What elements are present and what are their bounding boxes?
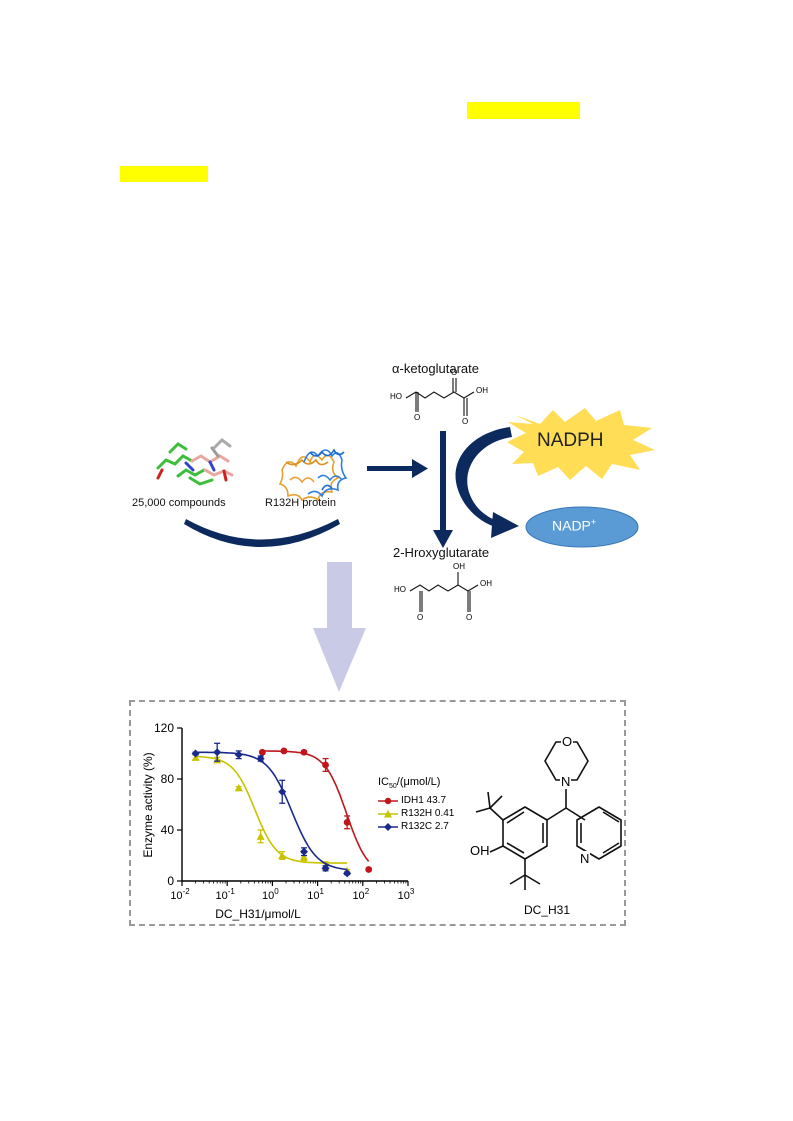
fit-curve-series-2 — [195, 751, 348, 871]
x-tick-label: 100 — [262, 887, 279, 902]
data-point — [299, 852, 308, 861]
akg-o-top: O — [451, 368, 458, 377]
nadph-label: NADPH — [537, 430, 604, 451]
legend-label-idh1: IDH1 43.7 — [401, 795, 447, 807]
data-point — [256, 832, 265, 840]
reaction-arrow-down — [433, 431, 453, 548]
data-point — [299, 847, 308, 856]
akg-ho-label: HO — [390, 392, 402, 401]
substrate-label: α-ketoglutarate — [392, 361, 480, 376]
legend-marker-r132c — [378, 822, 398, 831]
product-label: 2-Hroxyglutarate — [393, 545, 490, 560]
x-axis-label: DC_H31/μmol/L — [215, 907, 301, 921]
x-tick-label: 101 — [307, 887, 324, 902]
data-point — [234, 750, 243, 759]
ketoglutarate-structure — [405, 378, 475, 416]
x-tick-label: 103 — [398, 887, 415, 902]
data-point — [278, 787, 287, 796]
legend-label-r132h: R132H 0.41 — [401, 808, 455, 820]
legend-entry-r132c: R132C 2.7 — [378, 820, 454, 833]
legend-label-r132c: R132C 2.7 — [401, 821, 449, 833]
legend-title-rest: /(μmol/L) — [396, 776, 441, 788]
tick-layer: 0 40 80 120 10-2 10-1 100 101 102 103 — [154, 721, 415, 902]
x-tick-label: 10-1 — [216, 887, 236, 902]
nadph-starburst — [507, 408, 655, 480]
data-point — [191, 749, 200, 758]
binding-arc — [184, 519, 340, 547]
fit-curve-series-1 — [195, 755, 348, 864]
chart-legend: IC50/(μmol/L) IDH1 43.7 R132H 0.41 R132C… — [378, 776, 454, 833]
hg-oh-right: OH — [480, 579, 492, 588]
legend-title-main: IC — [378, 776, 389, 788]
y-tick-label: 80 — [161, 772, 175, 786]
compound-stick-model — [156, 438, 234, 486]
y-tick-label: 0 — [167, 874, 174, 888]
akg-oh-label: OH — [476, 386, 488, 395]
akg-o-right: O — [462, 417, 469, 426]
fit-curve-series-0 — [262, 750, 370, 862]
hg-o-right: O — [466, 613, 473, 622]
chart-marks — [191, 742, 373, 878]
data-point — [300, 748, 308, 756]
dose-response-chart: 0 40 80 120 10-2 10-1 100 101 102 103 Enzyme acti… — [141, 721, 415, 921]
cofactor-curve-arrow — [455, 427, 519, 538]
data-point — [321, 864, 330, 873]
schematic-diagram — [156, 378, 655, 692]
data-point — [280, 747, 288, 755]
highlight-block-left — [120, 166, 208, 182]
y-axis-label: Enzyme activity (%) — [141, 752, 155, 857]
legend-entry-r132h: R132H 0.41 — [378, 807, 454, 820]
data-point — [256, 754, 265, 763]
morpholine-n: N — [560, 774, 572, 789]
nadp-text: NADP — [552, 517, 591, 534]
protein-ribbon-model — [278, 448, 348, 502]
result-panel — [129, 700, 626, 926]
hg-ho-label: HO — [394, 585, 406, 594]
data-point — [343, 818, 351, 826]
data-point — [258, 748, 266, 756]
phenol-oh: OH — [470, 843, 490, 858]
y-tick-label: 120 — [154, 721, 174, 735]
x-tick-label: 102 — [352, 887, 369, 902]
legend-title: IC50/(μmol/L) — [378, 776, 454, 790]
data-point — [343, 869, 352, 878]
hg-o-left: O — [417, 613, 424, 622]
hg-oh-top: OH — [453, 562, 465, 571]
compounds-label: 25,000 compounds — [132, 497, 226, 509]
data-point — [234, 783, 243, 792]
dc-h31-structure — [475, 741, 622, 890]
pyridine-n: N — [579, 851, 591, 866]
data-point — [322, 761, 329, 769]
process-arrow — [367, 459, 428, 478]
data-point — [365, 866, 373, 873]
legend-marker-r132h — [378, 809, 398, 818]
data-point — [278, 851, 287, 859]
data-point — [213, 748, 222, 757]
x-tick-label: 10-2 — [170, 887, 190, 902]
big-down-arrow — [313, 562, 366, 692]
morpholine-o: O — [561, 734, 574, 749]
legend-marker-idh1 — [378, 797, 398, 804]
legend-title-sub: 50 — [389, 783, 397, 791]
hydroxyglutarate-structure — [409, 572, 479, 612]
nadp-ellipse — [525, 506, 639, 548]
nadp-charge: + — [590, 517, 597, 527]
compound-name: DC_H31 — [524, 903, 571, 917]
protein-label: R132H protein — [265, 497, 336, 509]
y-tick-label: 40 — [161, 823, 175, 837]
highlight-block-top — [467, 102, 580, 119]
akg-o-left: O — [414, 413, 421, 422]
nadp-label: NADP+ — [552, 517, 596, 534]
legend-entry-idh1: IDH1 43.7 — [378, 794, 454, 807]
